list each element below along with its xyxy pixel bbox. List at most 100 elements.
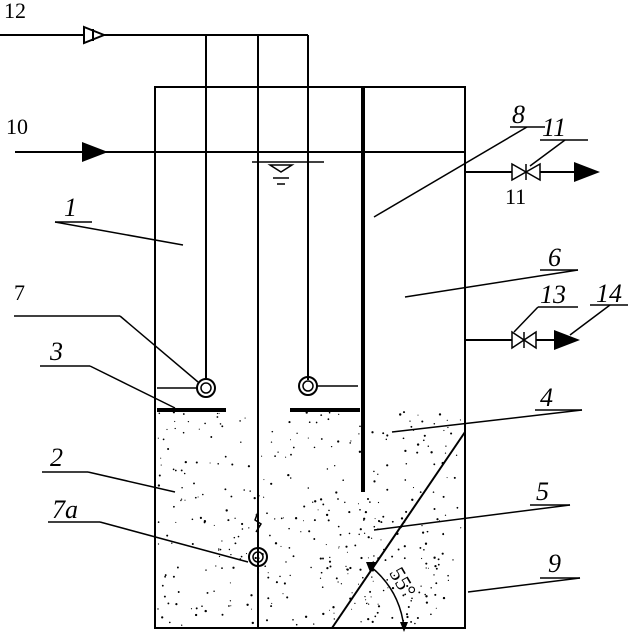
stipple-dot [420,585,422,587]
stipple-dot [327,519,330,522]
stipple-dot [251,608,252,610]
stipple-dot [405,510,408,513]
stipple-dot [437,563,440,566]
stipple-dot [240,555,243,558]
stipple-dot [198,428,200,430]
stipple-dot [443,429,445,432]
stipple-dot [372,580,374,582]
leader-5 [373,504,571,531]
stipple-dot [330,445,333,448]
stipple-dot [373,480,376,483]
stipple-dot [425,562,428,565]
leader-14 [569,304,611,336]
stipple-dot [402,411,406,414]
stipple-dot [234,517,236,519]
stipple-dot [444,514,447,516]
stipple-dot [182,431,185,434]
stipple-dot [410,425,413,428]
stipple-dot [348,511,351,514]
stipple-dot [166,534,169,537]
stipple-dot [362,576,364,579]
stipple-dot [295,623,298,626]
stipple-dot [274,518,276,520]
stipple-dot [218,555,221,558]
stipple-dot [174,420,176,423]
stipple-dot [172,468,175,471]
stipple-dot [195,461,198,464]
stipple-dot [263,479,265,481]
stipple-dot [296,432,298,434]
stipple-dot [253,496,256,500]
stipple-dot [358,433,360,435]
stipple-dot [204,422,206,425]
stipple-dot [367,557,369,559]
stipple-dot [447,574,449,577]
stipple-dot [444,452,447,454]
stipple-dot [283,582,286,585]
stipple-dot [358,450,362,453]
stipple-dot [239,420,241,422]
stipple-dot [221,540,223,542]
stipple-dot [359,508,361,511]
stipple-dot [372,560,374,562]
stipple-dot [406,615,409,619]
stipple-dot [434,593,437,596]
stipple-dot [419,546,422,549]
stipple-dot [191,542,194,546]
stipple-dot [406,584,409,588]
stipple-dot [386,434,389,437]
stipple-dot [430,613,432,616]
stipple-dot [360,621,362,623]
stipple-dot [354,544,357,547]
stipple-dot [221,613,224,616]
stipple-dot [307,487,310,489]
label-11-top: 11 [542,113,566,142]
stipple-dot [218,412,220,414]
stipple-dot [274,542,278,545]
stipple-dot [307,437,309,439]
stipple-dot [357,503,360,505]
stipple-dot [161,584,164,587]
stipple-dot [333,612,335,614]
stipple-dot [177,591,180,593]
stipple-dot [251,621,254,625]
stipple-dot [349,442,352,444]
stipple-dot [409,420,411,422]
stipple-dot [370,596,372,598]
stipple-dot [277,451,279,453]
stipple-dot [441,552,444,555]
stipple-dot [241,522,244,526]
stipple-dot [303,505,306,508]
stipple-dot [349,566,352,570]
stipple-dot [216,412,219,415]
stipple-dot [414,622,416,625]
stipple-dot [430,451,433,454]
stipple-dot [421,420,424,423]
stipple-dot [317,509,319,511]
stipple-dot [225,509,228,512]
stipple-dot [274,455,276,457]
stipple-dot [313,519,316,522]
stipple-dot [325,544,327,546]
stipple-dot [182,413,185,415]
stipple-dot [279,575,281,578]
stipple-dot [289,439,292,441]
stipple-dot [174,427,176,430]
stipple-dot [430,587,432,589]
stipple-dot [172,575,175,578]
stipple-dot [230,605,232,607]
inclined-plate [331,431,466,629]
stipple-dot [382,515,385,518]
tank-outline [154,86,466,629]
stipple-dot [157,437,159,439]
stipple-dot [288,527,290,530]
stipple-dot [287,473,290,477]
stipple-dot [322,612,325,616]
stipple-dot [294,517,298,520]
distributor-ring-7a [248,547,268,567]
stipple-dot [163,595,166,598]
leader-9 [467,577,581,593]
stipple-dot [377,603,379,605]
stipple-dot [374,518,376,520]
stipple-dot [193,482,195,485]
